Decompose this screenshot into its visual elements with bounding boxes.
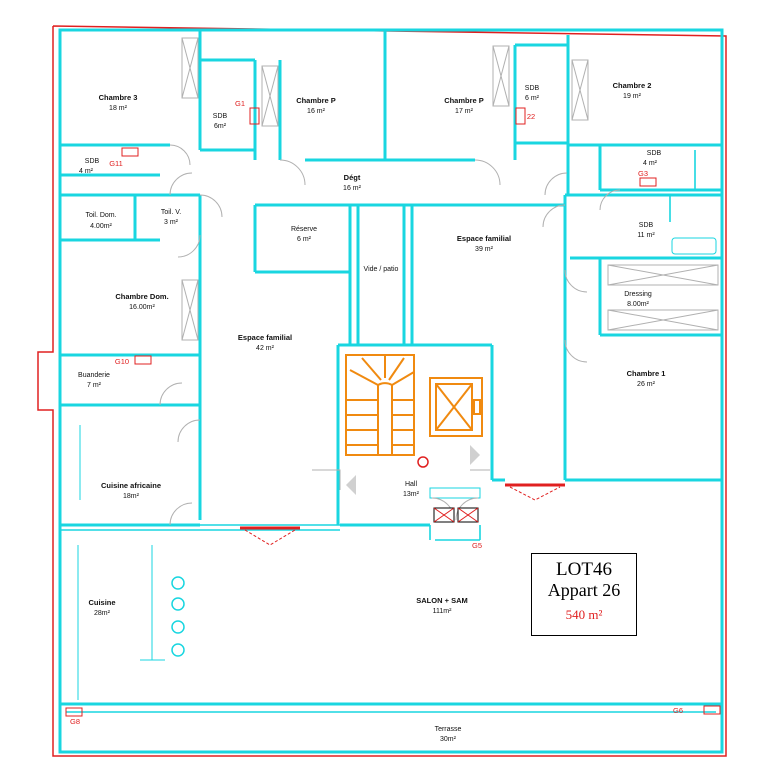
room-chambre2-area: 19 m² — [623, 93, 642, 100]
total-area: 540 m² — [565, 607, 603, 622]
property-outline — [37, 25, 727, 757]
room-cuisine-area: 28m² — [94, 610, 111, 617]
room-chambre-p-right-area: 17 m² — [455, 108, 474, 115]
room-vide-patio-name: Vide / patio — [364, 266, 399, 273]
room-terrasse-area: 30m² — [440, 736, 457, 743]
room-chambre3-name: Chambre 3 — [99, 93, 138, 102]
room-sdb-c-area: 4 m² — [643, 160, 658, 167]
room-chambre-p-right-name: Chambre P — [444, 96, 484, 105]
marker-g2: 22 — [527, 112, 535, 121]
room-sdb-d-name: SDB — [85, 158, 100, 165]
lot-number: LOT46 — [556, 559, 612, 580]
marker-boxes — [65, 107, 721, 717]
cooktop — [171, 576, 185, 657]
wardrobe — [181, 37, 719, 341]
room-reserve-area: 6 m² — [297, 236, 312, 243]
room-toil-dom-name: Toil. Dom. — [85, 212, 116, 219]
room-toil-v-area: 3 m² — [164, 219, 179, 226]
room-sdb-b-name: SDB — [525, 85, 540, 92]
room-sdb-a-area: 6m² — [214, 123, 227, 130]
title-block: LOT46 Appart 26 540 m² — [531, 553, 637, 636]
door-swings — [159, 144, 621, 526]
hall-arrow-left — [346, 475, 356, 495]
room-toil-v-name: Toil. V. — [161, 209, 181, 216]
room-dressing-area: 8.00m² — [627, 301, 649, 308]
apartment-number: Appart 26 — [547, 580, 621, 600]
room-chambre-p-left-area: 16 m² — [307, 108, 326, 115]
room-dgt-area: 16 m² — [343, 185, 362, 192]
room-chambre2-name: Chambre 2 — [613, 81, 652, 90]
marker-g10: G10 — [115, 357, 129, 366]
room-hall-area: 13m² — [403, 491, 420, 498]
room-chambre-dom-name: Chambre Dom. — [115, 292, 168, 301]
room-sdb-e-name: SDB — [639, 222, 654, 229]
marker-g11: G11 — [109, 159, 123, 168]
room-salon-name: SALON + SAM — [416, 596, 467, 605]
room-sdb-c-name: SDB — [647, 150, 662, 157]
room-hall-name: Hall — [405, 481, 418, 488]
room-espace-familial-right-area: 39 m² — [475, 246, 494, 253]
room-terrasse-name: Terrasse — [435, 726, 462, 733]
staircase — [345, 354, 415, 456]
exterior-wall — [58, 28, 724, 754]
room-cuisine-name: Cuisine — [88, 598, 115, 607]
room-buanderie-area: 7 m² — [87, 382, 102, 389]
room-toil-dom-area: 4.00m² — [90, 223, 112, 230]
marker-g1: G1 — [235, 99, 245, 108]
balcony-windows — [240, 483, 565, 546]
marker-g3: G3 — [638, 169, 648, 178]
room-buanderie-name: Buanderie — [78, 372, 110, 379]
room-sdb-a-name: SDB — [213, 113, 228, 120]
room-chambre-p-left-name: Chambre P — [296, 96, 336, 105]
room-chambre1-name: Chambre 1 — [627, 369, 666, 378]
room-chambre1-area: 26 m² — [637, 381, 656, 388]
room-dgt-name: Dégt — [344, 173, 361, 182]
room-chambre-dom-area: 16.00m² — [129, 304, 155, 311]
hall-arrow-right — [470, 445, 480, 465]
marker-g8: G8 — [70, 717, 80, 726]
room-chambre3-area: 18 m² — [109, 105, 128, 112]
room-espace-familial-left-area: 42 m² — [256, 345, 275, 352]
meter-boxes — [433, 507, 479, 523]
elevator — [429, 377, 483, 437]
marker-g6: G6 — [673, 706, 683, 715]
room-sdb-d-area: 4 m² — [79, 168, 94, 175]
room-salon-area: 111m² — [433, 608, 452, 615]
room-reserve-name: Réserve — [291, 226, 317, 233]
room-cuisine-africaine-name: Cuisine africaine — [101, 481, 161, 490]
room-espace-familial-right-name: Espace familial — [457, 234, 511, 243]
marker-g5: G5 — [472, 541, 482, 550]
bathtub — [671, 237, 717, 255]
hall-fixture-icon — [417, 456, 429, 468]
room-dressing-name: Dressing — [624, 291, 652, 298]
room-cuisine-africaine-area: 18m² — [123, 493, 140, 500]
room-espace-familial-left-name: Espace familial — [238, 333, 292, 342]
room-sdb-b-area: 6 m² — [525, 95, 540, 102]
room-sdb-e-area: 11 m² — [637, 232, 655, 239]
